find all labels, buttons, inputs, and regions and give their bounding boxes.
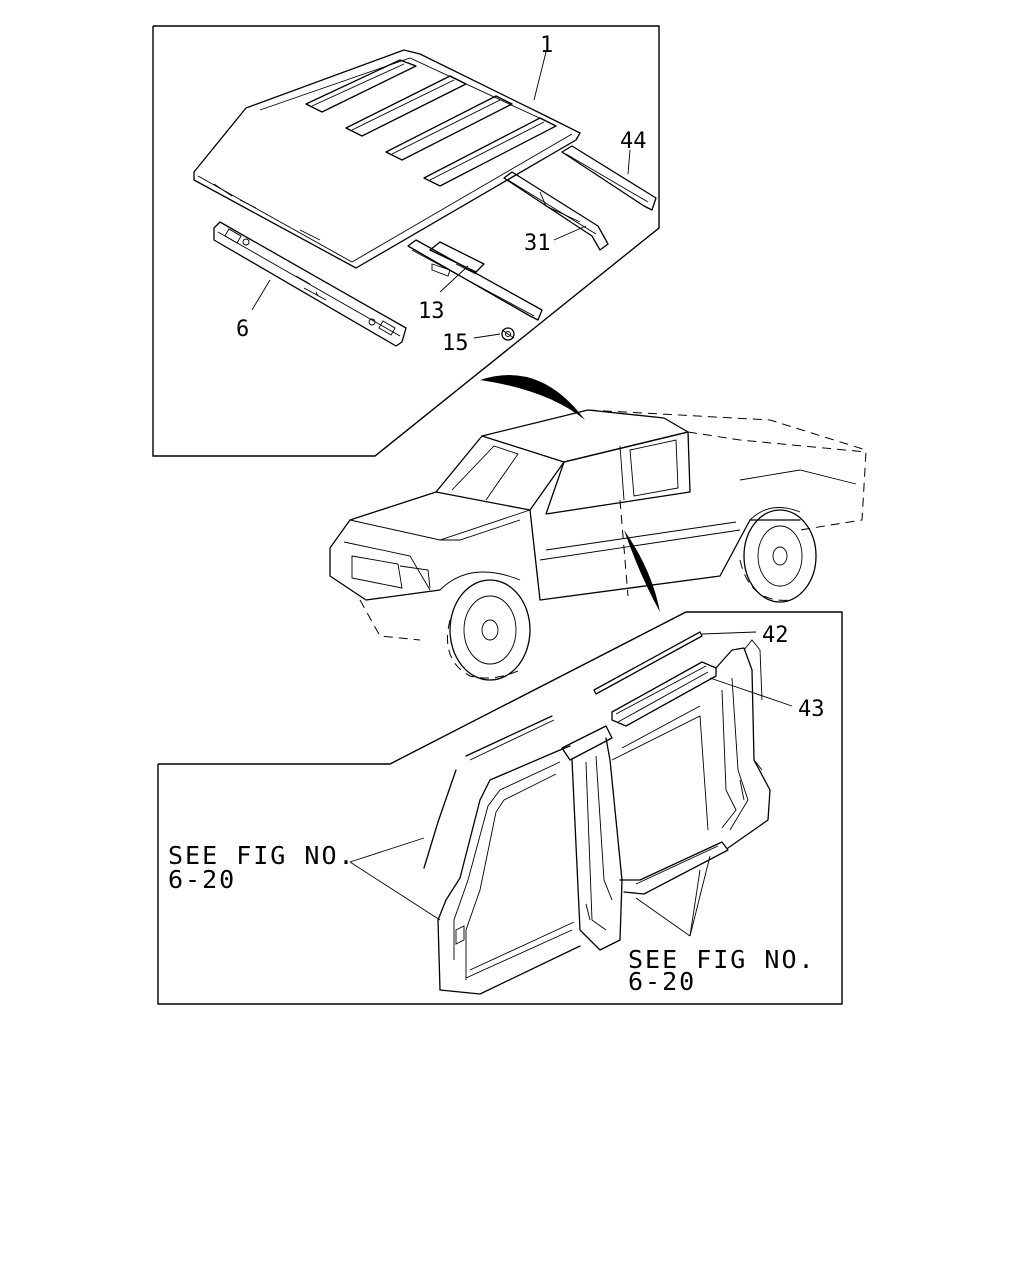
truck-illustration	[329, 409, 867, 681]
roof-assembly-panel: 1 44 31 13 15 6	[152, 25, 660, 457]
callout-44: 44	[620, 129, 647, 154]
callout-13: 13	[418, 299, 445, 324]
callout-6: 6	[236, 317, 249, 342]
roof-panel	[193, 49, 581, 269]
front-header-rail	[213, 221, 407, 347]
callout-1: 1	[540, 33, 553, 58]
roof-bow	[503, 171, 609, 251]
note-left-line1: SEE FIG NO.	[168, 841, 356, 870]
callout-15: 15	[442, 331, 469, 356]
note-left-line2: 6-20	[168, 865, 236, 894]
callout-43: 43	[798, 697, 825, 722]
callout-42: 42	[762, 623, 789, 648]
clip	[501, 327, 515, 341]
side-body-frame	[423, 639, 771, 995]
pointer-arrow-side	[624, 530, 660, 612]
pointer-arrow-roof	[480, 375, 585, 420]
callout-31: 31	[524, 231, 551, 256]
note-right-line1: SEE FIG NO.	[628, 945, 816, 974]
note-right-line2: 6-20	[628, 967, 696, 996]
side-rail-reinforcement	[611, 661, 717, 727]
side-body-panel: 42 43 SEE FIG NO. 6-20 SEE FIG NO. 6-20	[157, 611, 843, 1005]
rear-rail	[561, 145, 657, 211]
center-bow-bracket	[407, 239, 543, 321]
drip-molding	[593, 631, 703, 695]
